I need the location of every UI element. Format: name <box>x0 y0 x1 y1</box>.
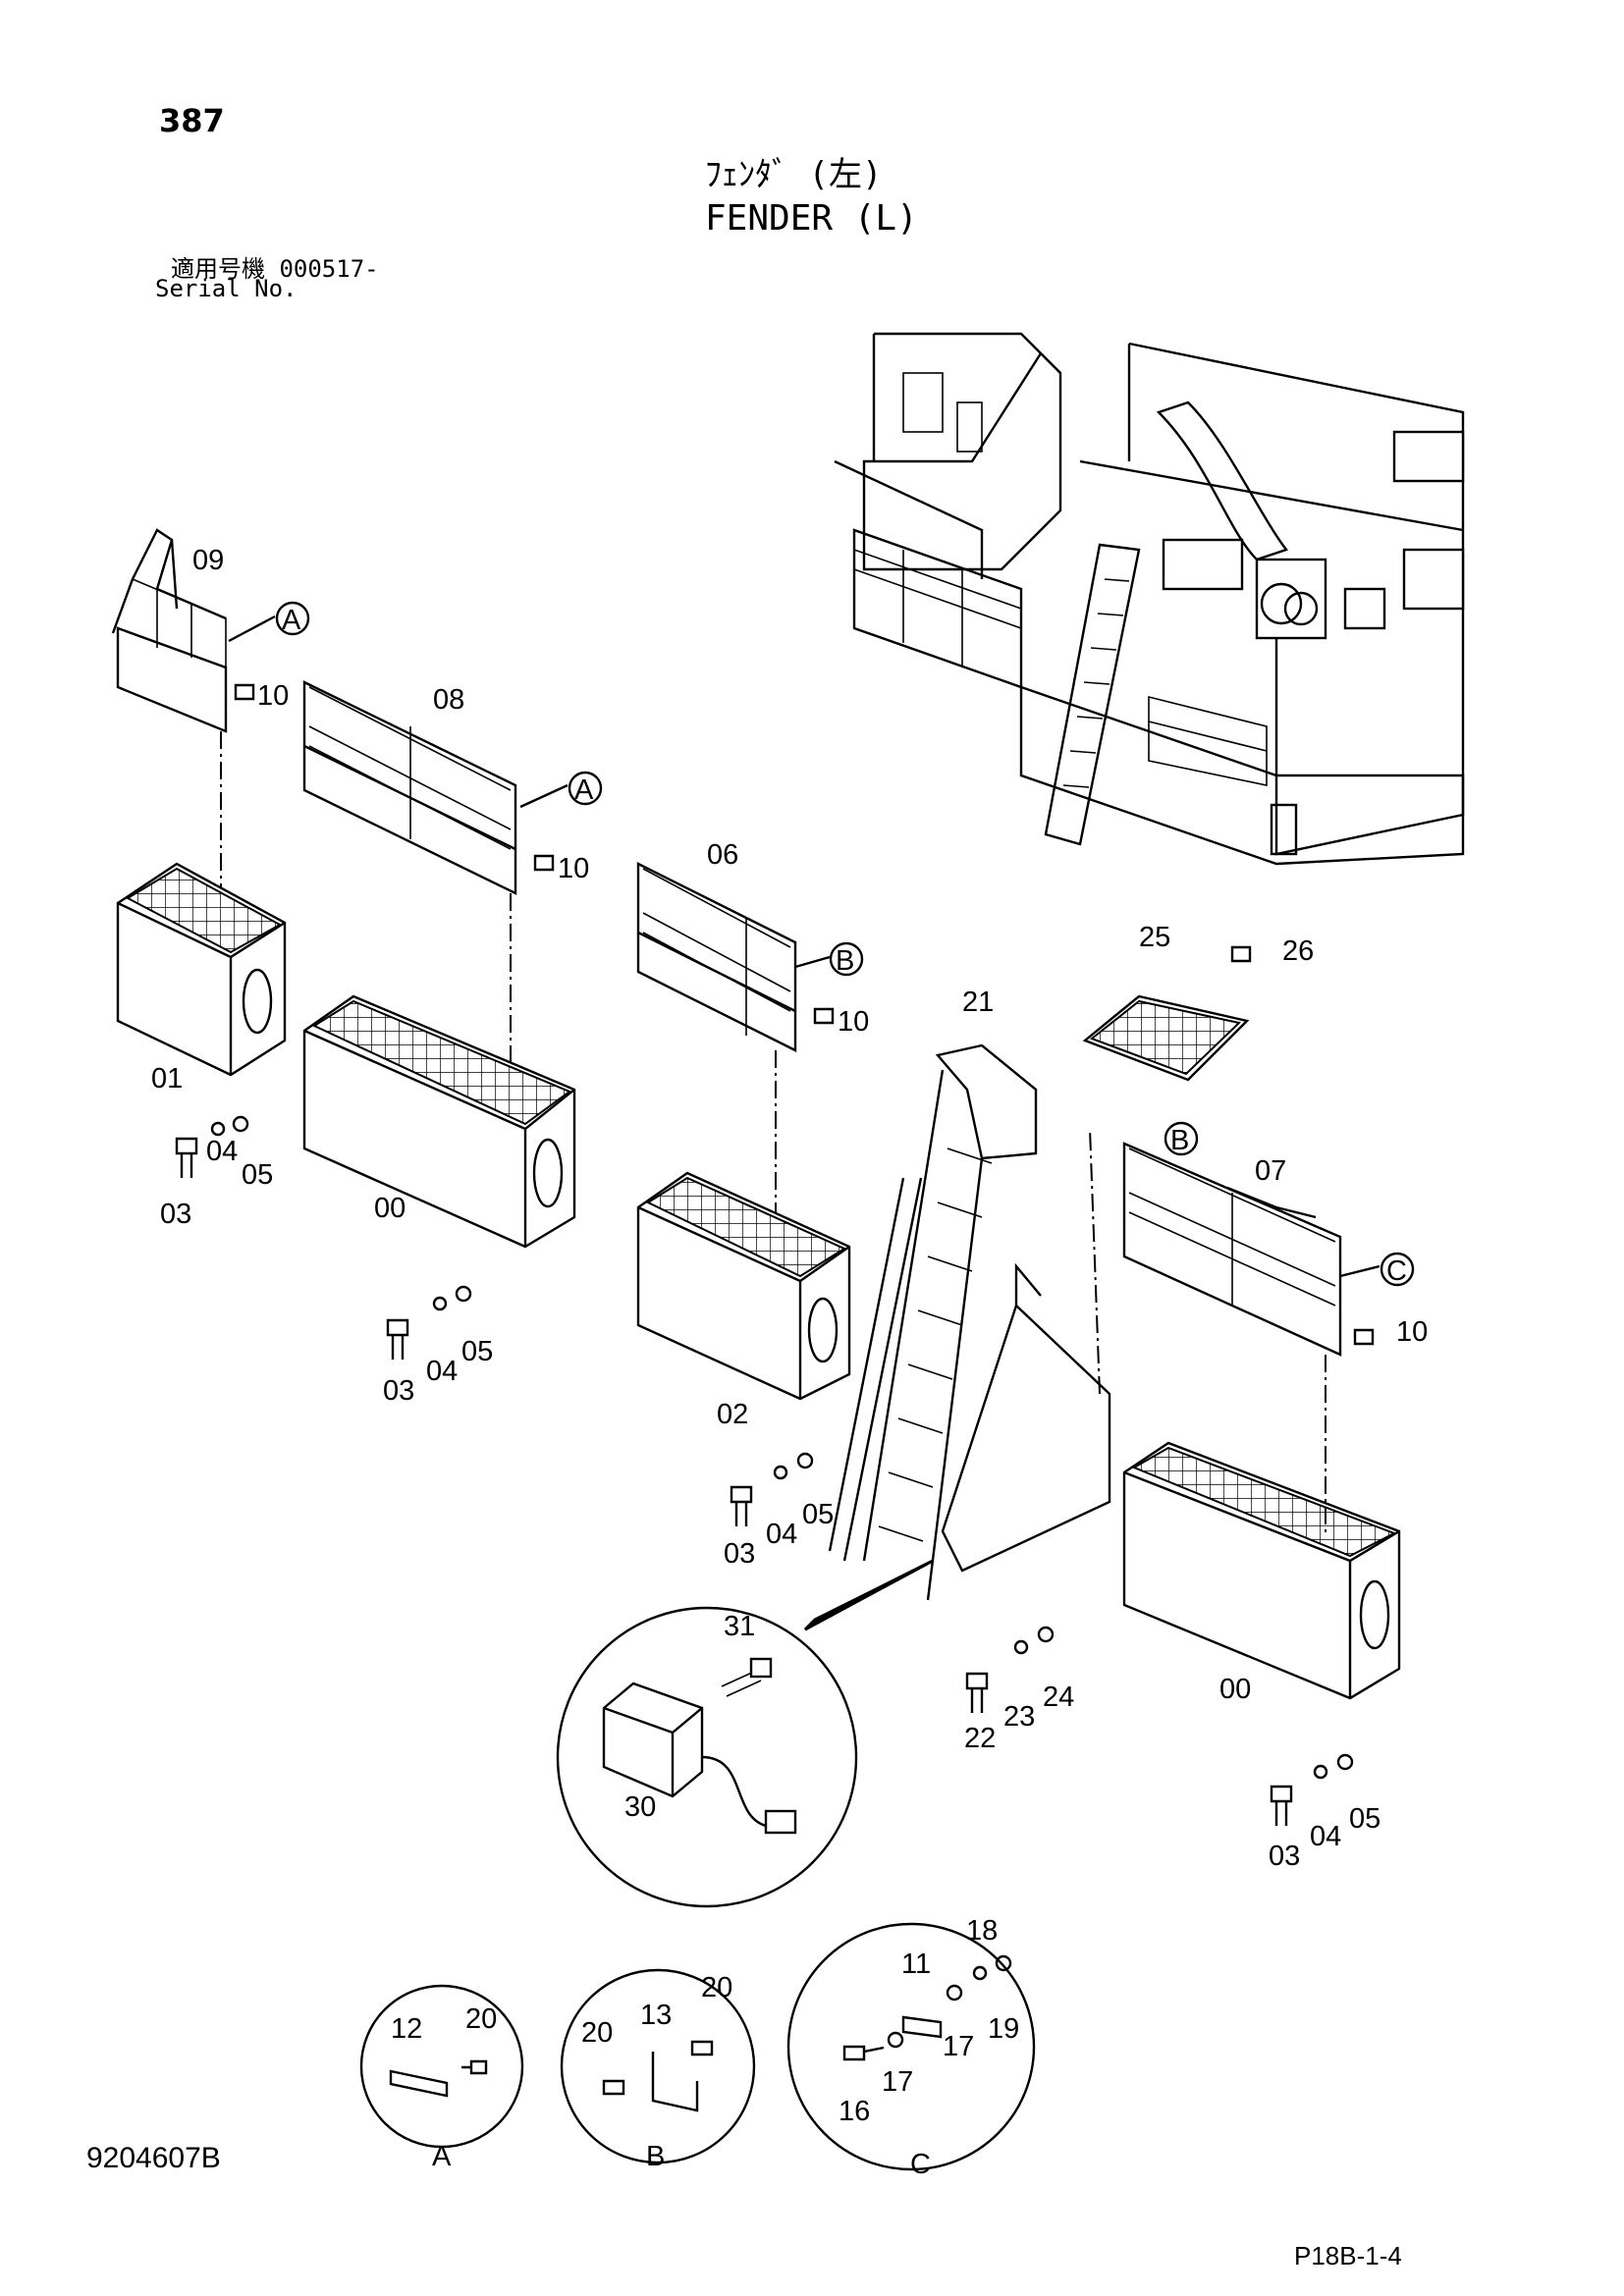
callout-04-c: 04 <box>766 1519 797 1550</box>
callout-05-b: 05 <box>461 1336 493 1367</box>
callout-10-d: 10 <box>1396 1316 1428 1348</box>
callout-08: 08 <box>433 684 464 716</box>
fender-box-00-left <box>302 994 576 1249</box>
callout-12: 12 <box>391 2013 422 2045</box>
callout-04-b: 04 <box>426 1356 458 1387</box>
callout-25: 25 <box>1139 922 1170 953</box>
callout-26: 26 <box>1282 935 1314 967</box>
railing-09 <box>111 528 228 733</box>
callout-05-a: 05 <box>242 1159 273 1191</box>
serial-label-english: Serial No. <box>155 275 298 302</box>
callout-01: 01 <box>151 1063 183 1095</box>
callout-05-c: 05 <box>802 1499 834 1530</box>
detail-label-c: C <box>910 2149 931 2180</box>
callout-00-b: 00 <box>1219 1674 1251 1705</box>
ref-b-2: B <box>1170 1125 1189 1156</box>
callout-20-c: 20 <box>701 1972 732 2003</box>
callout-11: 11 <box>901 1949 931 1980</box>
detail-b <box>560 1968 756 2164</box>
fasteners <box>175 683 1375 1826</box>
callout-16: 16 <box>839 2096 870 2127</box>
ladder-21 <box>828 1043 1111 1601</box>
ref-c-1: C <box>1386 1255 1407 1287</box>
callout-23: 23 <box>1003 1701 1035 1733</box>
callout-07: 07 <box>1255 1155 1286 1187</box>
callout-03-d: 03 <box>1269 1841 1300 1872</box>
fender-box-01 <box>116 862 287 1077</box>
railing-06 <box>636 862 797 1052</box>
callout-20-b: 20 <box>581 2017 613 2049</box>
ref-b-1: B <box>836 945 854 977</box>
machine-overview <box>834 332 1465 866</box>
callout-09: 09 <box>192 545 224 576</box>
callout-31: 31 <box>724 1611 755 1642</box>
fender-box-02 <box>636 1171 851 1401</box>
callout-13: 13 <box>640 2000 672 2031</box>
page-reference: P18B-1-4 <box>1294 2241 1402 2270</box>
callout-04-d: 04 <box>1310 1821 1341 1852</box>
leader-25-ladder <box>1089 1128 1101 1395</box>
callout-22: 22 <box>964 1723 996 1754</box>
title-japanese: ﾌｪﾝﾀﾞ (左) <box>705 155 883 194</box>
callout-06: 06 <box>707 839 738 871</box>
document-number: 9204607B <box>86 2142 221 2174</box>
detail-a <box>359 1984 524 2149</box>
railing-08 <box>302 680 517 895</box>
callout-10-c: 10 <box>838 1006 869 1038</box>
callout-10-b: 10 <box>558 853 589 884</box>
callout-18: 18 <box>966 1915 998 1947</box>
title-english: FENDER (L) <box>705 198 918 239</box>
callout-03-b: 03 <box>383 1375 414 1407</box>
railing-07 <box>1122 1142 1342 1357</box>
ref-a-1: A <box>282 605 301 636</box>
page-number: 387 <box>159 102 225 139</box>
step-plate-25 <box>1082 994 1250 1082</box>
callout-numbers: 09 10 08 10 06 10 01 03 04 05 00 03 04 0… <box>151 545 1428 2180</box>
callout-05-d: 05 <box>1349 1803 1380 1835</box>
callout-03-c: 03 <box>724 1538 755 1570</box>
callout-21: 21 <box>962 987 994 1018</box>
callout-10-a: 10 <box>257 680 289 712</box>
detail-c <box>786 1922 1036 2171</box>
callout-00-a: 00 <box>374 1193 406 1224</box>
callout-24: 24 <box>1043 1682 1074 1713</box>
detail-ref-bubbles: A A B B C <box>228 601 1415 1287</box>
fender-box-00-right <box>1122 1441 1401 1700</box>
detail-label-a: A <box>432 2141 452 2172</box>
callout-17-a: 17 <box>943 2031 974 2062</box>
callout-04-a: 04 <box>206 1136 238 1167</box>
callout-17-b: 17 <box>882 2066 913 2098</box>
detail-switch <box>556 1559 934 1908</box>
detail-label-b: B <box>646 2141 665 2172</box>
serial-label-japanese: 適用号機 000517- <box>171 255 379 283</box>
callout-30: 30 <box>624 1791 656 1823</box>
callout-03-a: 03 <box>160 1199 191 1230</box>
callout-19: 19 <box>988 2013 1019 2045</box>
ref-a-2: A <box>574 774 594 806</box>
callout-02: 02 <box>717 1399 748 1430</box>
callout-20-a: 20 <box>465 2003 497 2035</box>
